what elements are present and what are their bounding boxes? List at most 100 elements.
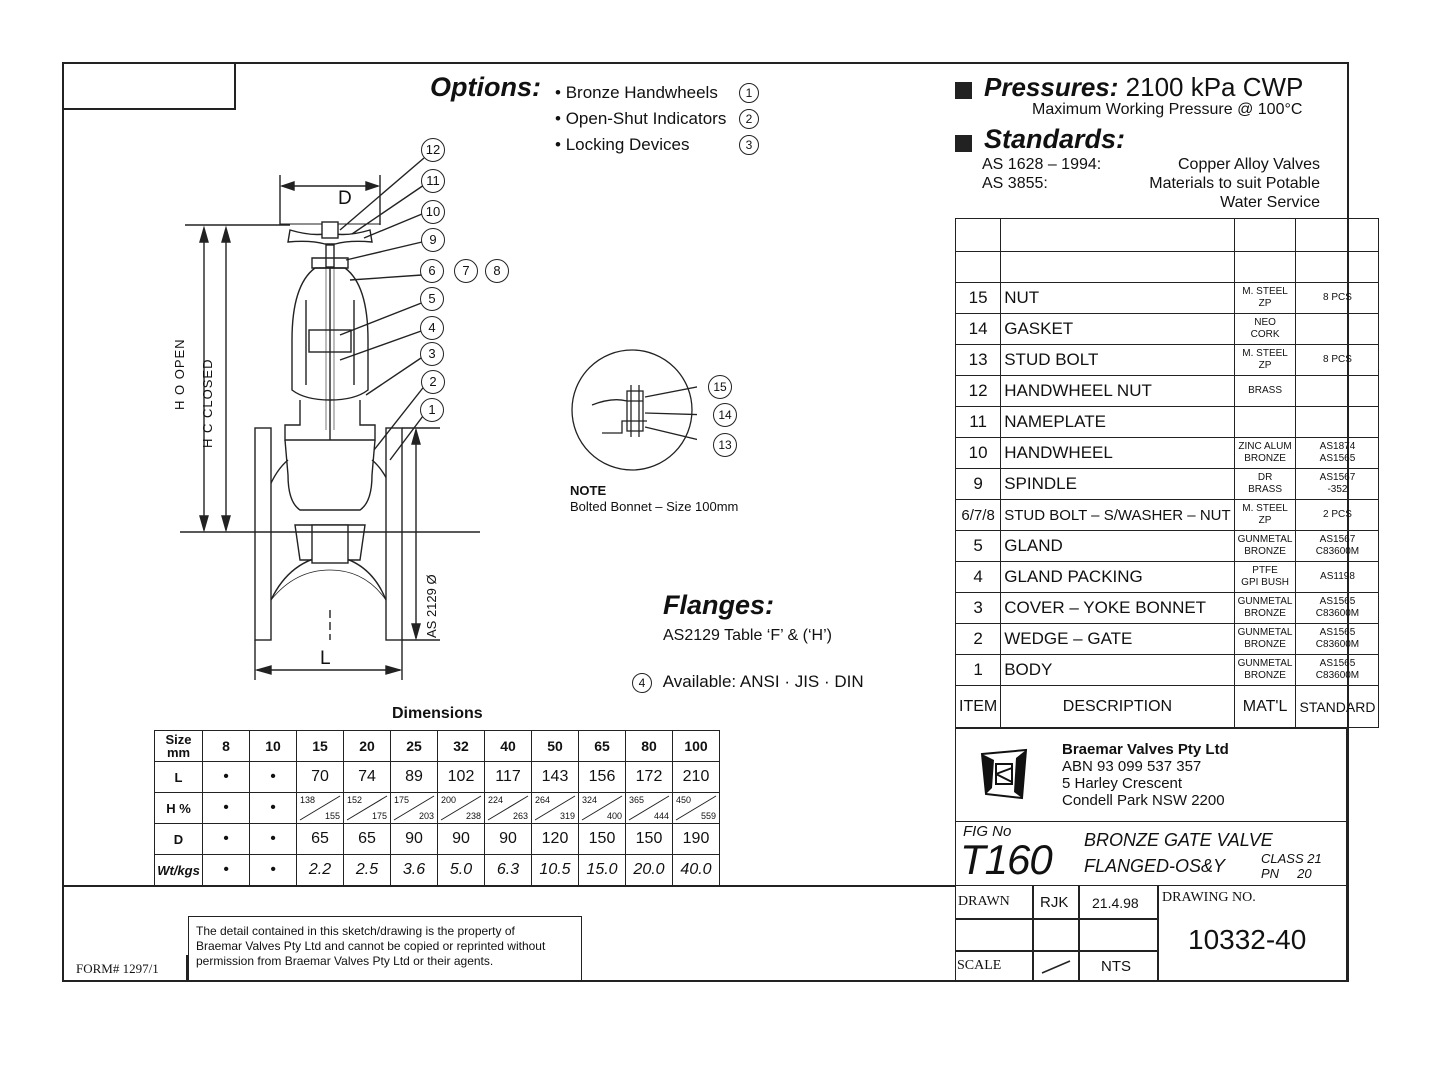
part-description: STUD BOLT (1000, 344, 1235, 376)
standard-line: AS1565 (1319, 453, 1356, 464)
option-number-2: 2 (739, 109, 759, 129)
part-standard (1295, 406, 1380, 438)
material-line: BRONZE (1244, 453, 1286, 464)
form-number: FORM# 1297/1 (76, 961, 159, 976)
scale-slash (1041, 960, 1071, 974)
dimension-cell: 120 (531, 823, 579, 855)
part-description: COVER – YOKE BONNET (1000, 592, 1235, 624)
dim-label-h-open: H O OPEN (172, 338, 187, 410)
h-open-value: 200 (441, 795, 457, 805)
part-item-number: 4 (954, 561, 1002, 593)
part-description: GLAND PACKING (1000, 561, 1235, 593)
dimension-cell: • (249, 854, 297, 886)
part-standard: AS1198 (1295, 561, 1380, 593)
material-line: ZINC ALUM (1238, 441, 1292, 452)
dimension-cell: 50 (531, 730, 579, 762)
h-closed-value: 238 (465, 811, 481, 821)
dim-label-as2129: AS 2129 Ø (424, 574, 439, 638)
material-line: ZP (1258, 515, 1272, 526)
dimension-cell: 32 (437, 730, 485, 762)
material-line: GUNMETAL (1237, 627, 1293, 638)
pressures-bullet (955, 82, 972, 99)
material-line: BRASS (1248, 385, 1283, 396)
standard-row: AS 3855:Materials to suit Potable (982, 175, 1320, 192)
disclaimer-line: The detail contained in this sketch/draw… (196, 924, 515, 938)
title-block (955, 886, 1347, 982)
part-item-number: 13 (954, 344, 1002, 376)
dimension-cell: • (249, 792, 297, 824)
flanges-text: AS2129 Table ‘F’ & (‘H’) (663, 627, 832, 644)
detail-view (571, 349, 697, 471)
drawn-by: RJK (1040, 894, 1069, 911)
dimension-cell: 89 (390, 761, 438, 793)
pressures-subtitle: Maximum Working Pressure @ 100°C (1032, 101, 1303, 118)
h-closed-value: 400 (606, 811, 622, 821)
part-description: STUD BOLT – S/WASHER – NUT (1000, 499, 1235, 531)
part-balloon: 4 (420, 316, 444, 340)
detail-balloon: 15 (708, 375, 732, 399)
dimension-cell: 210 (672, 761, 720, 793)
h-open-value: 175 (394, 795, 410, 805)
fig-title-1: BRONZE GATE VALVE (1084, 830, 1273, 850)
part-standard (1295, 313, 1380, 345)
scale-label: SCALE (957, 958, 1002, 973)
fig-number: T160 (960, 836, 1053, 883)
tb-divider (1078, 886, 1080, 982)
flanges-available: 4 Available: ANSI · JIS · DIN (632, 672, 864, 693)
part-description: GLAND (1000, 530, 1235, 562)
tb-divider (955, 918, 1158, 920)
part-description: GASKET (1000, 313, 1235, 345)
form-divider (186, 955, 188, 982)
standard-line: AS1567 (1319, 534, 1356, 545)
part-standard: 8 PCS (1295, 344, 1380, 376)
part-description: NAMEPLATE (1000, 406, 1235, 438)
header-standard: STANDARD (1295, 685, 1380, 728)
dimension-cell: • (202, 823, 250, 855)
company-logo (980, 748, 1028, 800)
dimension-cell: • (249, 761, 297, 793)
standard-line: 2 PCS (1323, 509, 1352, 520)
part-balloon: 7 (454, 259, 478, 283)
size-label-line: mm (166, 745, 191, 760)
dim-label-l: L (320, 648, 331, 669)
option-number-3: 3 (739, 135, 759, 155)
valve-drawing (180, 157, 480, 680)
h-open-value: 264 (535, 795, 551, 805)
fig-class: CLASS 21 (1261, 851, 1322, 866)
standard-line: C83600M (1315, 608, 1360, 619)
material-line: M. STEEL (1242, 503, 1288, 514)
standard-line: AS1198 (1320, 571, 1355, 582)
dimension-cell: 40.0 (672, 854, 720, 886)
material-line: ZP (1258, 298, 1272, 309)
part-description: NUT (1000, 282, 1235, 314)
dimension-cell: 74 (343, 761, 391, 793)
detail-balloon: 13 (713, 433, 737, 457)
standard-line: AS1565 (1319, 658, 1356, 669)
dimension-cell: 80 (625, 730, 673, 762)
part-item-number: 12 (954, 375, 1002, 407)
dimension-cell: 100 (672, 730, 720, 762)
dimension-cell: 8 (202, 730, 250, 762)
header-item: ITEM (954, 685, 1002, 728)
part-standard (1295, 375, 1380, 407)
options-title: Options: (430, 72, 541, 102)
part-item-number: 11 (954, 406, 1002, 438)
part-description: WEDGE – GATE (1000, 623, 1235, 655)
dimension-cell: 15 (296, 730, 344, 762)
part-balloon: 6 (420, 259, 444, 283)
